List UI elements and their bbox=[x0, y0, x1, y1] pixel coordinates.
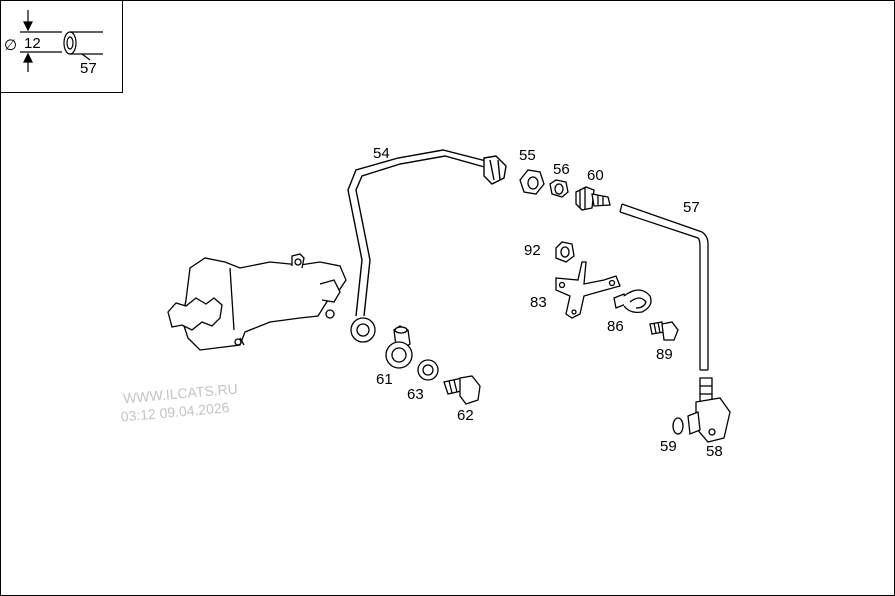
label-58[interactable]: 58 bbox=[706, 443, 723, 460]
part-60-adapter bbox=[575, 186, 611, 211]
part-63-washer bbox=[417, 359, 439, 381]
label-60[interactable]: 60 bbox=[587, 167, 604, 184]
part-55-nut bbox=[519, 169, 545, 195]
part-83-bracket bbox=[555, 261, 621, 319]
part-89-bolt bbox=[649, 321, 679, 341]
diameter-value: 12 bbox=[24, 35, 41, 52]
banjo-fitting bbox=[350, 317, 376, 343]
part-61-banjo bbox=[385, 325, 413, 369]
pipe-54 bbox=[347, 149, 507, 317]
label-57[interactable]: 57 bbox=[683, 199, 700, 216]
diameter-symbol: ∅ bbox=[4, 37, 17, 54]
label-56[interactable]: 56 bbox=[553, 161, 570, 178]
label-54[interactable]: 54 bbox=[373, 145, 390, 162]
label-62[interactable]: 62 bbox=[457, 407, 474, 424]
part-62-bolt bbox=[443, 375, 481, 405]
hose-spec-inset bbox=[0, 0, 123, 93]
part-56-ring bbox=[549, 179, 569, 198]
label-61[interactable]: 61 bbox=[376, 371, 393, 388]
part-86-clamp bbox=[613, 289, 652, 314]
label-55[interactable]: 55 bbox=[519, 147, 536, 164]
label-63[interactable]: 63 bbox=[407, 386, 424, 403]
label-92[interactable]: 92 bbox=[524, 242, 541, 259]
label-59[interactable]: 59 bbox=[660, 438, 677, 455]
label-86[interactable]: 86 bbox=[607, 318, 624, 335]
slave-cylinder bbox=[167, 253, 347, 351]
hose-57 bbox=[619, 203, 709, 371]
label-83[interactable]: 83 bbox=[530, 294, 547, 311]
hose-spec-drawing bbox=[20, 10, 103, 72]
part-59-oring bbox=[672, 417, 684, 435]
label-89[interactable]: 89 bbox=[656, 346, 673, 363]
part-92-nut bbox=[555, 241, 575, 263]
part-58-connector bbox=[687, 377, 731, 443]
watermark: WWW.ILCATS.RU 03:12 09.04.2026 bbox=[120, 380, 238, 424]
inset-part-ref: 57 bbox=[80, 60, 97, 77]
